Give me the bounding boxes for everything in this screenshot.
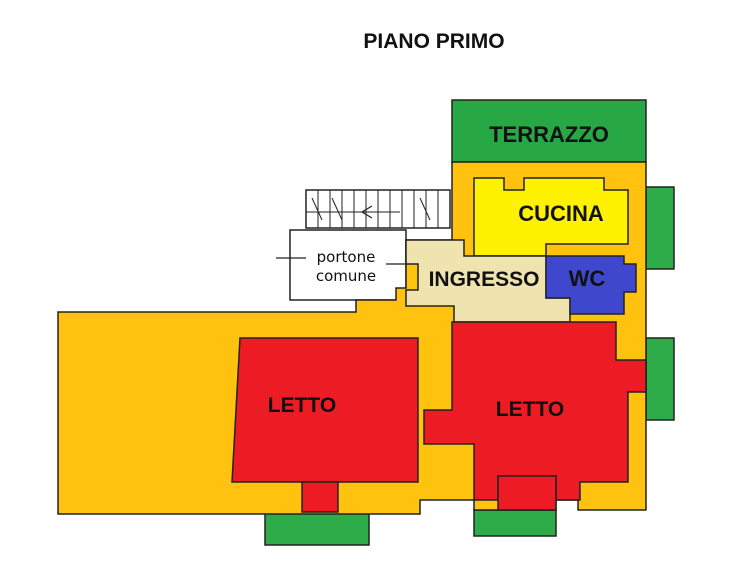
- right-bedroom-label: LETTO: [496, 398, 564, 421]
- balcony-south-left: [264, 511, 370, 546]
- common-stairs: [305, 189, 451, 229]
- common-entrance-label-line1: portone: [317, 248, 376, 266]
- bathroom-room: [545, 255, 637, 315]
- bathroom-label: WC: [569, 266, 606, 291]
- floor-title: PIANO PRIMO: [363, 30, 505, 53]
- left-bedroom-label: LETTO: [268, 394, 336, 417]
- right-bedroom-door-niche: [497, 475, 557, 511]
- balcony-east-top: [645, 186, 675, 270]
- entrance-label: INGRESSO: [429, 268, 540, 291]
- balcony-south-right: [473, 509, 557, 537]
- left-bedroom-room: [231, 337, 419, 483]
- kitchen-label: CUCINA: [518, 201, 604, 226]
- balcony-east-bottom: [645, 337, 675, 421]
- common-entrance-label-line2: comune: [316, 267, 376, 285]
- terrace-area: [451, 99, 647, 163]
- terrace-label: TERRAZZO: [489, 122, 609, 147]
- left-bedroom-door-niche: [301, 481, 339, 513]
